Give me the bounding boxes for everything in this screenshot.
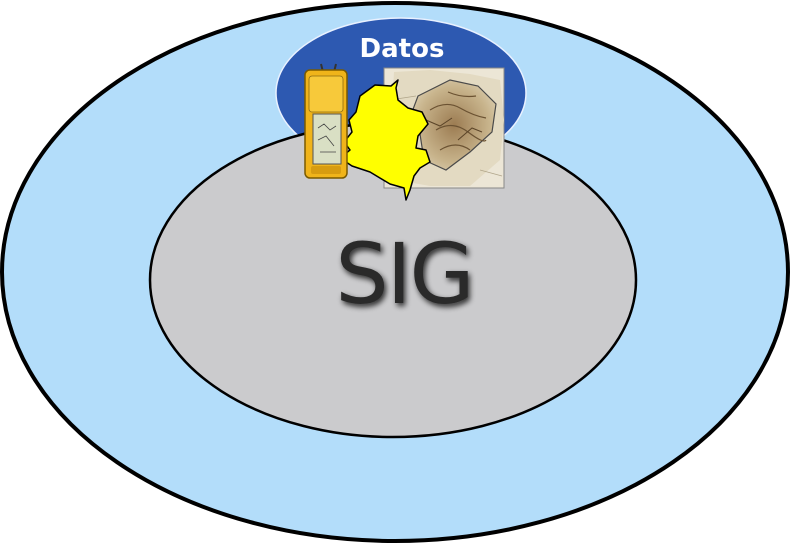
colombia-map-icon xyxy=(339,79,431,201)
datos-label: Datos xyxy=(360,34,445,64)
sig-label: SIG xyxy=(335,225,472,323)
gps-receiver-icon xyxy=(304,63,348,179)
